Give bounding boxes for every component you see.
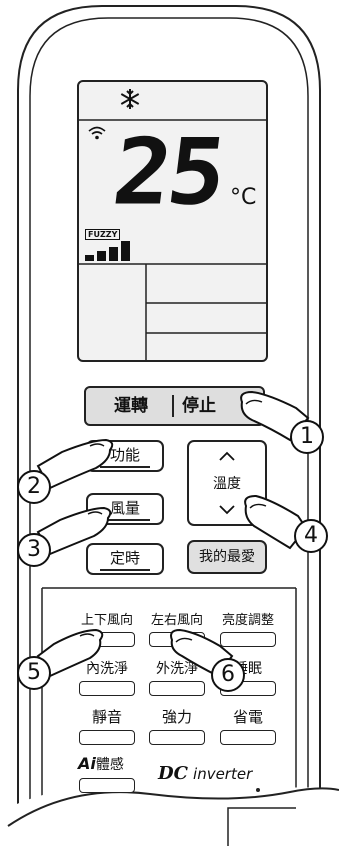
callout-4: 4 [294, 519, 328, 553]
power-on-label: 運轉 [114, 396, 148, 416]
ai-sensing-label: Ai體感 [78, 755, 124, 774]
callout-5: 5 [17, 656, 51, 690]
callout-6: 6 [211, 658, 245, 692]
chevron-up-icon [219, 451, 235, 461]
inverter-logo-text: inverter [193, 765, 253, 783]
inner-clean-label: 內洗淨 [86, 661, 128, 677]
chevron-down-icon [219, 505, 235, 515]
eco-label: 省電 [232, 708, 263, 726]
powerful-button[interactable] [149, 730, 205, 745]
ai-sensing-button[interactable] [79, 778, 135, 793]
power-divider [172, 395, 174, 417]
dc-inverter-logo: DC inverter [158, 764, 252, 784]
favorite-label: 我的最愛 [199, 549, 255, 565]
callout-3: 3 [17, 533, 51, 567]
temp-up-button[interactable] [189, 442, 265, 470]
fan-speed-underline [100, 519, 150, 521]
lcd-lines [79, 119, 266, 360]
wifi-icon [88, 126, 106, 140]
temperature-label: 溫度 [213, 476, 241, 492]
timer-label: 定時 [109, 549, 140, 567]
fan-speed-label: 風量 [109, 499, 140, 517]
inner-clean-button[interactable] [79, 681, 135, 696]
power-off-label: 停止 [182, 396, 216, 416]
timer-underline [100, 569, 150, 571]
callout-2: 2 [17, 470, 51, 504]
brightness-button[interactable] [220, 632, 276, 647]
vertical-swing-label: 上下風向 [80, 613, 133, 628]
function-underline [100, 466, 150, 468]
favorite-button[interactable]: 我的最愛 [187, 540, 267, 574]
outer-clean-button[interactable] [149, 681, 205, 696]
function-label: 功能 [109, 446, 140, 464]
outer-clean-label: 外洗淨 [156, 661, 198, 677]
snowflake-icon [120, 89, 140, 109]
lcd-display [77, 80, 268, 362]
temperature-unit: °C [230, 185, 257, 210]
signal-bars-icon [85, 241, 130, 261]
temp-down-button[interactable] [189, 496, 265, 524]
ai-prefix: Ai [78, 754, 96, 773]
quiet-label: 靜音 [91, 708, 122, 726]
powerful-label: 強力 [161, 708, 192, 726]
fuzzy-badge: FUZZY [85, 229, 121, 240]
quiet-button[interactable] [79, 730, 135, 745]
callout-1: 1 [290, 420, 324, 454]
ai-suffix: 體感 [95, 757, 124, 773]
brightness-label: 亮度調整 [221, 613, 274, 628]
horizontal-swing-label: 左右風向 [150, 613, 203, 628]
eco-button[interactable] [220, 730, 276, 745]
dc-logo-text: DC [158, 763, 188, 784]
timer-button[interactable]: 定時 [86, 543, 164, 575]
